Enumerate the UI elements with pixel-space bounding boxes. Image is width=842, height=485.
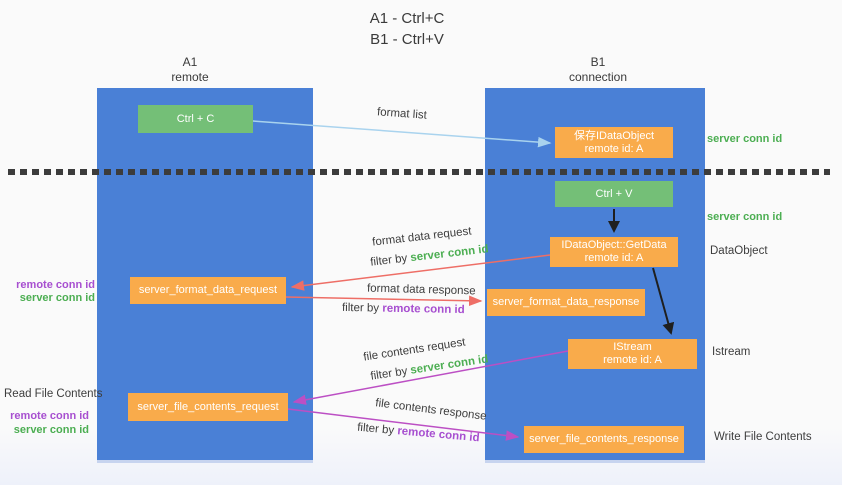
label-server-conn-id-left-top: server conn id <box>19 292 95 304</box>
diagram-title: A1 - Ctrl+C B1 - Ctrl+V <box>307 8 507 50</box>
node-save-idataobject: 保存IDataObject remote id: A <box>555 127 673 158</box>
label-server-conn-id-right-mid: server conn id <box>707 211 783 223</box>
lane-a1-title: A1 <box>182 55 198 69</box>
label-format-data-response-filter: filter by remote conn id <box>342 302 465 316</box>
label-format-data-request-filter: filter by server conn id <box>370 243 489 268</box>
label-server-conn-id-left-bottom: server conn id <box>13 424 89 436</box>
lane-header-b1: B1 connection <box>488 55 708 85</box>
filter-by-server-conn-id: server conn id <box>409 353 490 377</box>
node-server-format-data-request-label: server_format_data_request <box>138 284 278 296</box>
label-file-contents-response-filter: filter by remote conn id <box>357 422 480 445</box>
filter-by-prefix: filter by <box>369 364 412 383</box>
label-write-file-contents: Write File Contents <box>714 431 812 443</box>
filter-by-server-conn-id: server conn id <box>409 243 490 265</box>
filter-by-prefix: filter by <box>341 301 383 315</box>
label-remote-conn-id-left-top: remote conn id <box>16 279 95 291</box>
label-istream: Istream <box>712 346 751 358</box>
node-server-file-contents-request: server_file_contents_request <box>128 393 288 421</box>
node-istream-line2: remote id: A <box>603 354 662 366</box>
node-idataobject-getdata-line2: remote id: A <box>584 252 644 264</box>
title-line-1: A1 - Ctrl+C <box>369 10 445 27</box>
filter-by-remote-conn-id: remote conn id <box>382 302 465 317</box>
node-ctrl-c-label: Ctrl + C <box>176 112 215 125</box>
node-save-idataobject-line2: remote id: A <box>584 142 644 155</box>
node-server-file-contents-response-label: server_file_contents_response <box>529 433 679 445</box>
lane-a1-subtitle: remote <box>171 70 209 84</box>
label-remote-conn-id-left-bottom: remote conn id <box>10 410 89 422</box>
label-format-list: format list <box>376 106 428 122</box>
dotted-separator-line <box>8 169 830 175</box>
node-ctrl-v: Ctrl + V <box>555 181 673 207</box>
node-idataobject-getdata: IDataObject::GetData remote id: A <box>550 237 678 267</box>
filter-by-prefix: filter by <box>356 421 398 438</box>
node-ctrl-v-label: Ctrl + V <box>595 187 633 200</box>
node-istream-line1: IStream <box>613 341 652 353</box>
node-istream: IStream remote id: A <box>568 339 697 369</box>
node-server-format-data-request: server_format_data_request <box>130 277 286 304</box>
node-server-format-data-response-label: server_format_data_response <box>492 296 640 308</box>
node-ctrl-c: Ctrl + C <box>138 105 253 133</box>
lane-header-a1: A1 remote <box>81 55 299 85</box>
label-format-data-response: format data response <box>366 282 476 298</box>
node-idataobject-getdata-line1: IDataObject::GetData <box>561 239 667 251</box>
label-read-file-contents: Read File Contents <box>4 388 103 400</box>
lane-b1-title: B1 <box>590 55 606 69</box>
node-save-idataobject-line1: 保存IDataObject <box>573 129 655 142</box>
label-file-contents-response: file contents response <box>374 397 488 423</box>
filter-by-prefix: filter by <box>369 252 412 269</box>
node-server-format-data-response: server_format_data_response <box>487 289 645 316</box>
lane-b1-subtitle: connection <box>568 70 628 84</box>
arrow-format-data-response <box>285 295 483 307</box>
label-server-conn-id-right-top: server conn id <box>707 133 783 145</box>
filter-by-remote-conn-id: remote conn id <box>396 425 480 445</box>
title-line-2: B1 - Ctrl+V <box>370 31 444 48</box>
node-server-file-contents-request-label: server_file_contents_request <box>137 400 279 413</box>
label-dataobject: DataObject <box>710 245 768 257</box>
label-format-data-request: format data request <box>371 225 473 249</box>
node-server-file-contents-response: server_file_contents_response <box>524 426 684 453</box>
